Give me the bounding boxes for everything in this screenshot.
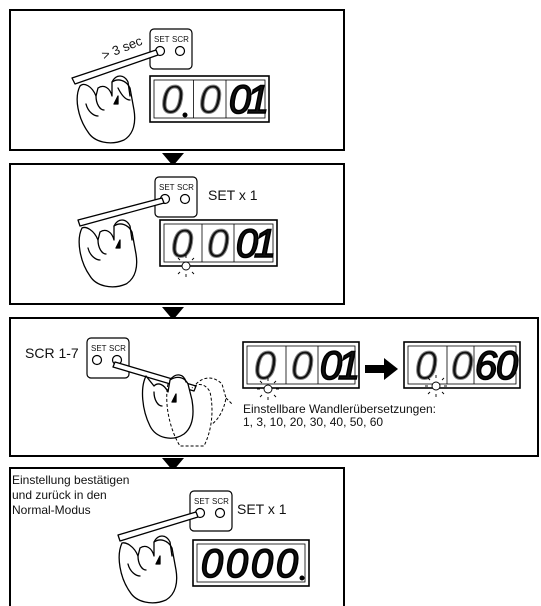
digit-1: 0 — [254, 344, 276, 388]
hand-with-pen — [77, 197, 165, 288]
digit-2: 0 — [451, 344, 473, 388]
digit-4: 1 — [338, 344, 360, 388]
hand-motion-outline — [166, 377, 233, 447]
set-scr-button-panel — [149, 28, 193, 70]
digit-4: 0 — [276, 542, 298, 586]
display-before: 0 0 0 1 — [242, 341, 361, 400]
set-button-label: SET — [91, 344, 107, 353]
scr-button-label: SCR — [212, 497, 229, 506]
scr-button-label: SCR — [177, 183, 194, 192]
set-button[interactable] — [91, 354, 103, 366]
instruction-line-3: Normal-Modus — [12, 503, 91, 517]
scr-button[interactable] — [214, 507, 226, 519]
blinking-point-icon — [175, 255, 197, 277]
instruction-line-1: Einstellung bestätigen — [12, 473, 129, 487]
step-arrow-2 — [162, 307, 184, 320]
digit-3: 0 — [229, 78, 251, 122]
digit-1: 0 — [171, 222, 193, 266]
digit-3: 0 — [320, 344, 342, 388]
step-3-panel: SCR 1-7 SET SCR 0 0 0 1 — [9, 317, 539, 457]
digit-1: 0 — [161, 78, 183, 122]
step-1-panel: SET SCR > 3 sec 0 0 0 1 — [9, 9, 345, 151]
hand-with-pen — [117, 511, 199, 604]
set-button-label: SET — [159, 183, 175, 192]
action-label: SCR 1-7 — [25, 345, 79, 361]
hand-with-pen — [71, 49, 159, 144]
scr-button-label: SCR — [109, 344, 126, 353]
step-2-panel: SET SCR SET x 1 0 0 0 1 — [9, 163, 345, 305]
digit-3: 6 — [475, 344, 498, 388]
digit-2: 0 — [291, 344, 313, 388]
set-button-label: SET — [194, 497, 210, 506]
action-label: SET x 1 — [237, 501, 287, 517]
digit-1: 0 — [201, 542, 223, 586]
digit-4: 0 — [496, 344, 518, 388]
blinking-point-icon — [257, 378, 279, 400]
digit-3: 0 — [251, 542, 273, 586]
blinking-point-icon — [425, 375, 447, 397]
step-arrow-1 — [162, 153, 184, 166]
scr-button-label: SCR — [172, 35, 189, 44]
right-arrow-icon — [365, 358, 398, 380]
display-step-1: 0 0 0 1 — [149, 75, 270, 123]
ratios-title: Einstellbare Wandlerübersetzungen: — [243, 402, 436, 416]
scr-button[interactable] — [174, 45, 186, 57]
display-step-4: 0 0 0 0 — [192, 539, 310, 587]
ratios-values: 1, 3, 10, 20, 30, 40, 50, 60 — [243, 415, 383, 429]
set-scr-button-panel — [154, 176, 198, 218]
decimal-point — [182, 112, 188, 118]
digit-2: 0 — [199, 78, 221, 122]
digit-4: 1 — [254, 222, 276, 266]
digit-3: 0 — [236, 222, 258, 266]
instruction-line-2: und zurück in den — [12, 488, 107, 502]
digit-1: 0 — [415, 344, 437, 388]
hand-with-pen — [112, 361, 197, 439]
scr-button[interactable] — [179, 193, 191, 205]
set-button-label: SET — [154, 35, 170, 44]
set-scr-button-panel — [189, 490, 233, 532]
digit-2: 0 — [207, 222, 229, 266]
decimal-point — [299, 575, 305, 581]
display-after: 0 0 6 0 — [403, 341, 521, 397]
digit-4: 1 — [247, 78, 269, 122]
digit-2: 0 — [226, 542, 248, 586]
step-4-panel: Einstellung bestätigen und zurück in den… — [9, 467, 345, 606]
display-step-2: 0 0 0 1 — [159, 219, 278, 277]
step-arrow-3 — [162, 458, 184, 471]
action-label: SET x 1 — [208, 187, 258, 203]
